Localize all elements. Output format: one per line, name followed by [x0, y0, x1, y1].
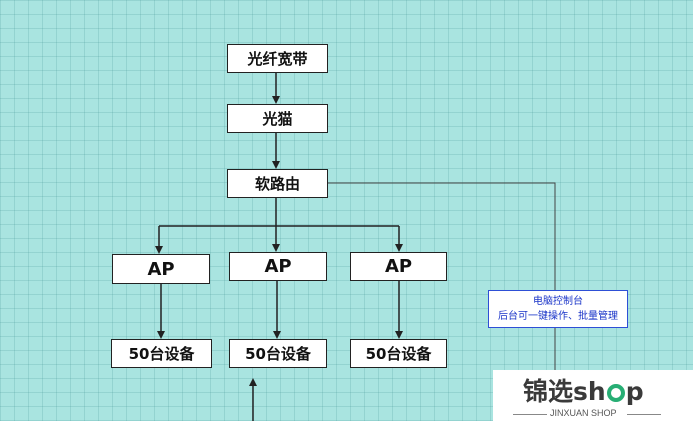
console-note-desc: 后台可一键操作、批量管理: [498, 311, 618, 322]
brand-subtitle: JINXUAN SHOP: [550, 408, 617, 418]
brand-rule-right: [627, 414, 661, 415]
node-devices-1: 50台设备: [111, 339, 212, 368]
console-note-title: 电脑控制台: [533, 296, 583, 307]
node-fiber-broadband: 光纤宽带: [227, 44, 328, 73]
brand-o-ring-icon: [606, 384, 625, 402]
node-ap-1: AP: [112, 254, 210, 284]
node-devices-3: 50台设备: [350, 339, 447, 368]
node-devices-2: 50台设备: [229, 339, 327, 368]
node-optical-modem: 光猫: [227, 104, 328, 133]
node-ap-3: AP: [350, 252, 447, 281]
node-soft-router: 软路由: [227, 169, 328, 198]
edge-router-console: [326, 182, 556, 421]
brand-rule-left: [513, 414, 547, 415]
console-note: 电脑控制台 后台可一键操作、批量管理: [488, 290, 628, 328]
node-ap-2: AP: [229, 252, 327, 281]
